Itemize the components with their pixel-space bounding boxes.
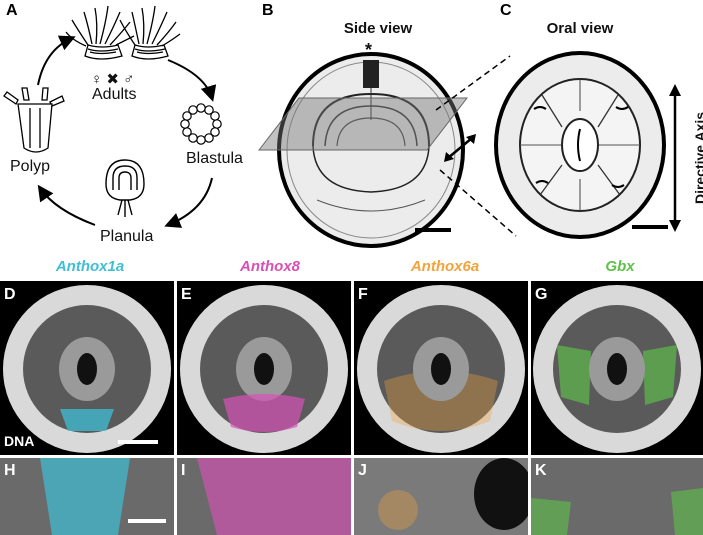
panel-j-image — [354, 458, 528, 535]
panel-e-image — [177, 281, 351, 455]
panel-i-image — [177, 458, 351, 535]
directive-axis-arrow — [669, 84, 681, 232]
panel-g-image — [531, 281, 703, 455]
oral-view-title: Oral view — [546, 20, 614, 37]
panel-h-image — [0, 458, 174, 535]
panel-k-image — [531, 458, 703, 535]
scale-bar-d — [118, 440, 158, 444]
directive-axis-label: Directive Axis — [692, 111, 703, 205]
side-view-image — [257, 52, 469, 248]
panel-d-image — [0, 281, 174, 455]
projection-lines — [435, 55, 517, 237]
arrow-polyp-to-adults — [37, 35, 76, 86]
arrow-adults-to-blastula — [167, 59, 217, 102]
cross-section-plane — [257, 97, 469, 151]
blastula-icon — [180, 103, 222, 145]
panel-label-h: H — [4, 462, 16, 479]
panel-label-g: G — [535, 286, 548, 303]
adults-label: Adults — [92, 86, 137, 103]
blastula-label: Blastula — [186, 150, 243, 167]
gene-title-anthox1a: Anthox1a — [55, 258, 125, 275]
panel-label-c: C — [500, 2, 512, 19]
panel-label-j: J — [358, 462, 367, 479]
panel-label-k: K — [535, 462, 547, 479]
dna-label: DNA — [4, 433, 35, 449]
panel-label-f: F — [358, 286, 368, 303]
adult-male-icon — [119, 5, 181, 60]
scale-bar-h — [128, 519, 166, 523]
polyp-icon — [3, 87, 65, 153]
arrow-blastula-to-planula — [164, 177, 213, 228]
life-cycle-diagram — [3, 5, 222, 228]
adult-female-icon — [65, 5, 135, 60]
panel-label-a: A — [6, 2, 18, 19]
panel-f-image — [354, 281, 528, 455]
gene-title-gbx: Gbx — [605, 258, 635, 275]
scale-bar-b — [415, 228, 451, 232]
panel-label-b: B — [262, 2, 274, 19]
panel-label-i: I — [181, 462, 186, 479]
planula-label: Planula — [100, 228, 154, 245]
oral-view-image — [494, 51, 668, 239]
gene-title-anthox8: Anthox8 — [240, 258, 300, 275]
scale-bar-c — [632, 225, 668, 229]
planula-icon — [105, 159, 145, 217]
cross-symbol: ♀ ✖ ♂ — [91, 71, 135, 88]
panel-label-d: D — [4, 286, 16, 303]
polyp-label: Polyp — [10, 158, 51, 175]
double-arrow-icon — [444, 134, 476, 162]
gene-title-anthox6a: Anthox6a — [410, 258, 480, 275]
side-view-title: Side view — [343, 20, 413, 37]
panel-label-e: E — [181, 286, 192, 303]
side-view-asterisk: * — [365, 40, 373, 60]
arrow-planula-to-polyp — [37, 184, 96, 226]
